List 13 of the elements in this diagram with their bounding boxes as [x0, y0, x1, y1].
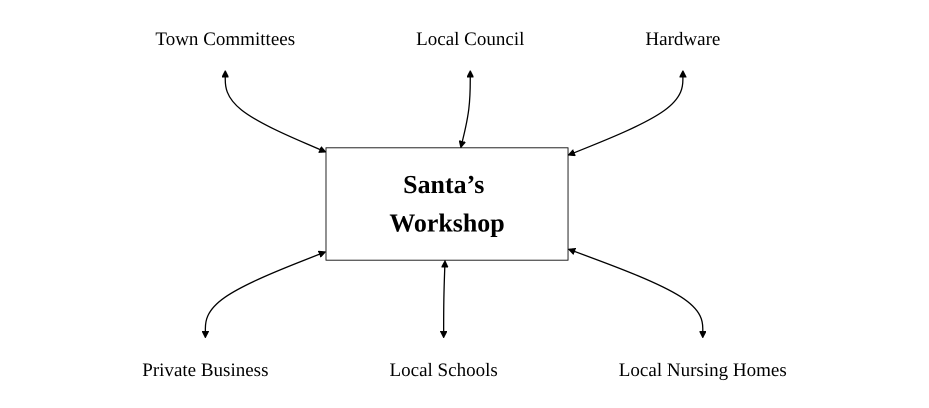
node-text: Local Schools [390, 358, 498, 380]
node-box: Santa’s Workshop [326, 147, 568, 261]
arrow [221, 70, 326, 153]
node-text: Local Council [416, 28, 524, 50]
arrow [202, 250, 326, 338]
node-text: Hardware [645, 28, 720, 50]
node-text: Local Nursing Homes [618, 358, 787, 380]
arrow [568, 70, 687, 156]
node-text: Town Committees [155, 28, 296, 50]
arrow [458, 70, 474, 148]
arrow [568, 248, 707, 338]
node-text: Private Business [142, 358, 268, 380]
arrow [440, 260, 449, 338]
